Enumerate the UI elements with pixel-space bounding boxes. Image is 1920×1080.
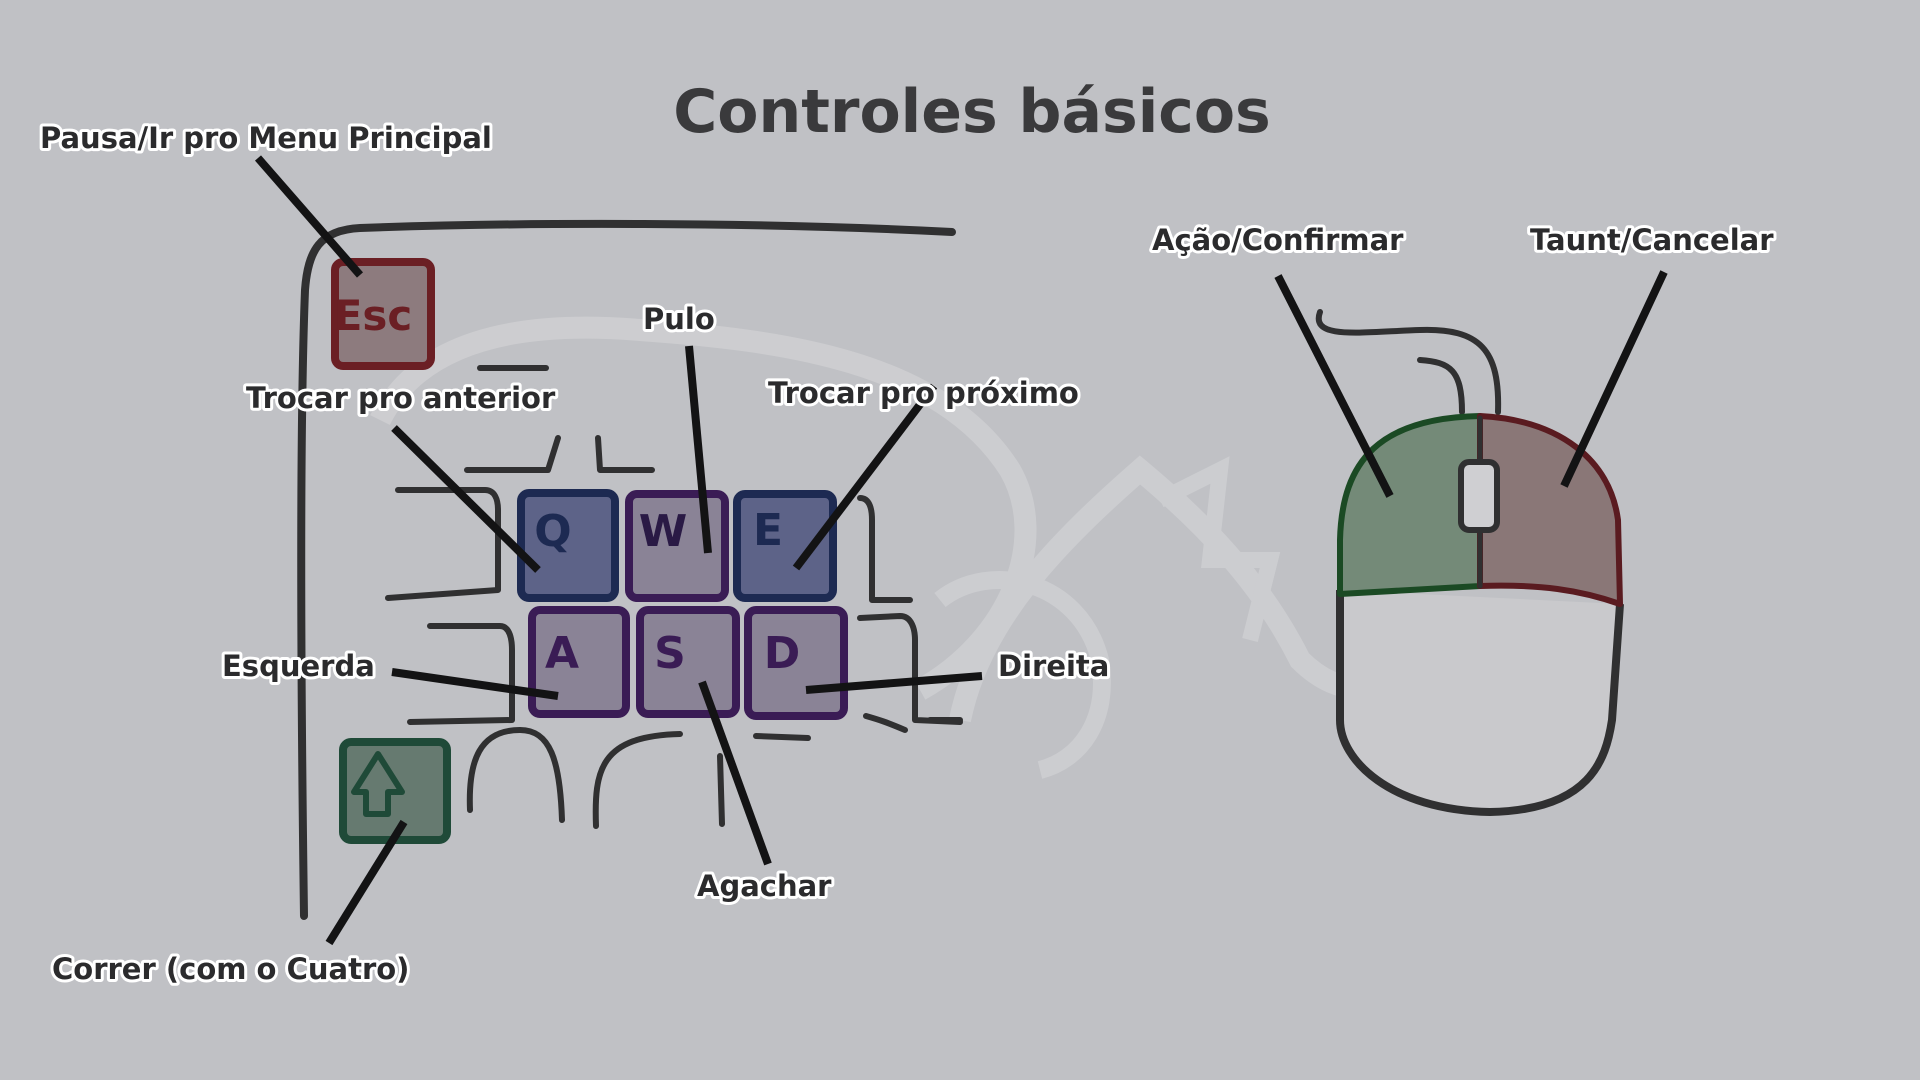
w-key-label: W bbox=[639, 506, 688, 557]
pointer-lines bbox=[254, 155, 1668, 946]
mouse-icon bbox=[1315, 309, 1624, 816]
label-action-confirm: Ação/Confirmar bbox=[1152, 223, 1404, 257]
label-pause-menu: Pausa/Ir pro Menu Principal bbox=[40, 121, 492, 155]
q-key: Q bbox=[517, 489, 619, 602]
label-run: Correr (com o Cuatro) bbox=[52, 952, 409, 986]
label-switch-previous: Trocar pro anterior bbox=[246, 381, 556, 415]
label-left: Esquerda bbox=[222, 649, 375, 683]
esc-key: Esc bbox=[331, 258, 435, 370]
arrow-up-icon bbox=[351, 751, 405, 817]
e-key: E bbox=[733, 490, 837, 602]
q-key-label: Q bbox=[534, 506, 571, 557]
a-key-label: A bbox=[545, 628, 579, 679]
label-taunt-cancel: Taunt/Cancelar bbox=[1530, 223, 1774, 257]
label-jump: Pulo bbox=[643, 302, 715, 336]
page-title: Controles básicos bbox=[673, 77, 1271, 147]
s-key: S bbox=[636, 606, 740, 718]
keyboard-outline bbox=[297, 219, 963, 920]
s-key-label: S bbox=[654, 628, 686, 679]
esc-key-label: Esc bbox=[334, 291, 413, 340]
label-switch-next: Trocar pro próximo bbox=[768, 376, 1079, 410]
label-right: Direita bbox=[998, 649, 1109, 683]
mouse-right-button bbox=[1477, 413, 1623, 607]
d-key: D bbox=[744, 606, 848, 720]
label-crouch: Agachar bbox=[697, 869, 832, 903]
a-key: A bbox=[528, 606, 630, 718]
d-key-label: D bbox=[764, 628, 801, 679]
e-key-label: E bbox=[753, 505, 783, 556]
shift-key bbox=[339, 738, 451, 844]
mouse-wheel bbox=[1458, 459, 1500, 533]
